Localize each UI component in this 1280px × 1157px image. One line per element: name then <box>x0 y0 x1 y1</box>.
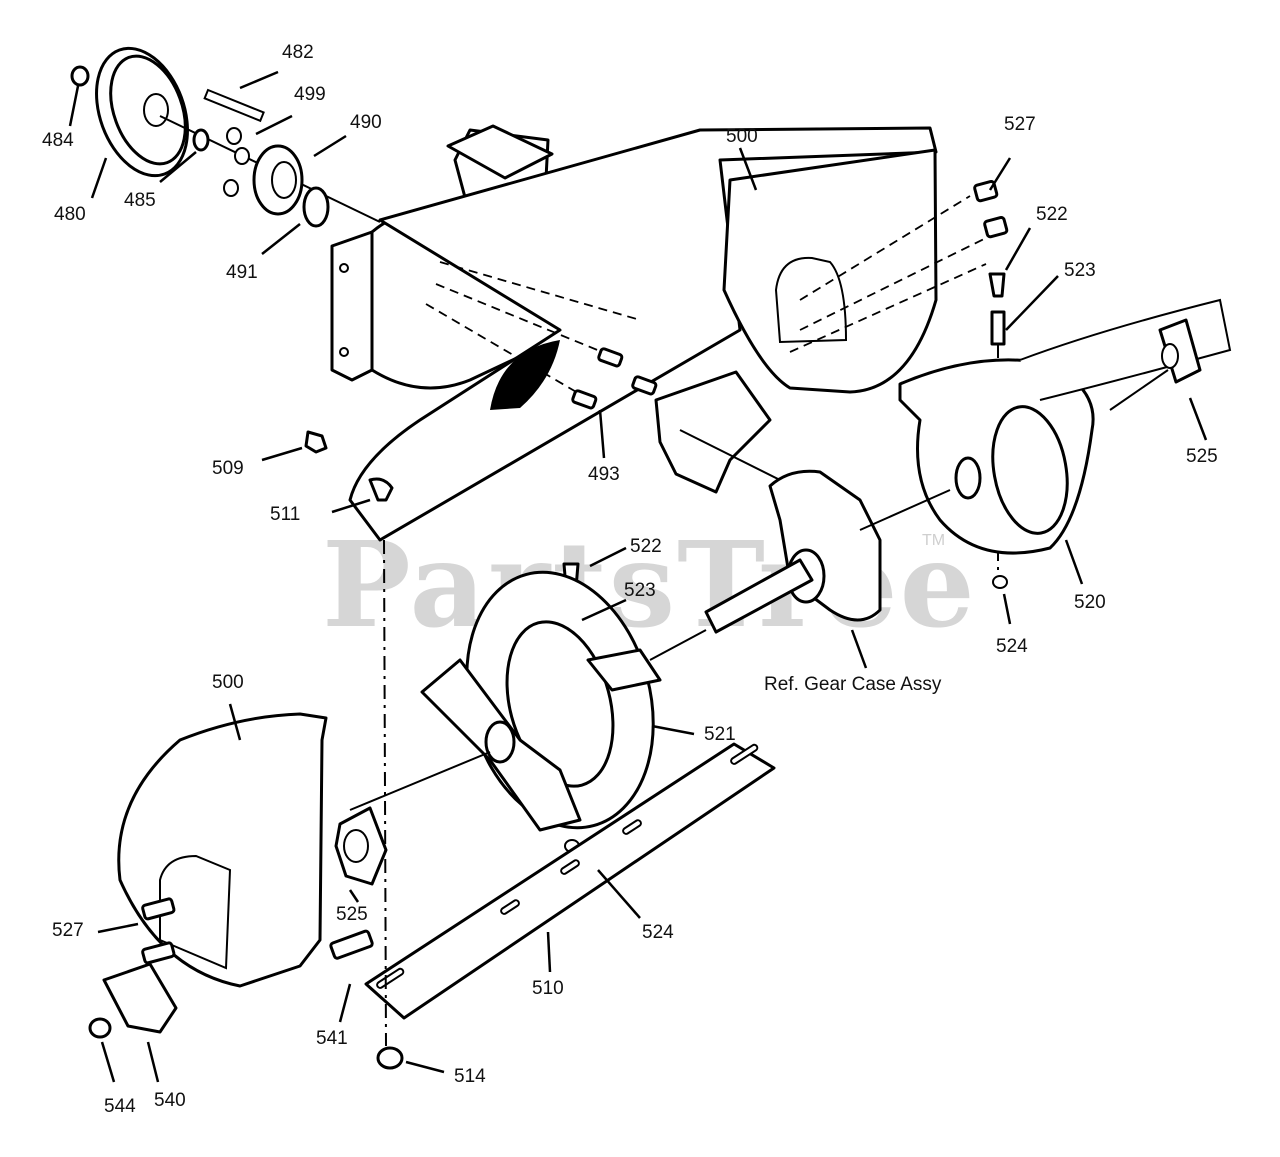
bearing-491 <box>302 186 330 228</box>
auger-housing <box>330 124 991 542</box>
auger-520-hub <box>954 456 982 500</box>
watermark-tm: TM <box>922 532 945 549</box>
bolt-527b <box>983 215 1009 239</box>
label-514: 514 <box>454 1066 486 1087</box>
bolt-522-right <box>988 272 1006 298</box>
center-auger-assembly <box>349 562 707 853</box>
housing-side-plate <box>330 230 374 382</box>
shaft-right <box>1109 369 1169 411</box>
label-544: 544 <box>104 1096 136 1117</box>
bolt-499a <box>226 127 242 145</box>
label-511: 511 <box>270 504 300 525</box>
label-491: 491 <box>226 262 258 283</box>
label-510: 510 <box>532 978 564 999</box>
bolt-541 <box>329 929 374 960</box>
label-482: 482 <box>282 42 314 63</box>
label-523-center: 523 <box>624 580 656 601</box>
end-cap-recess <box>774 256 848 344</box>
label-522-right: 522 <box>1036 204 1068 225</box>
bolt-499b <box>234 147 250 165</box>
label-509: 509 <box>212 458 244 479</box>
label-485: 485 <box>124 190 156 211</box>
label-527-left: 527 <box>52 920 84 941</box>
flange-hole <box>271 161 297 199</box>
centerline <box>383 539 387 1047</box>
label-520: 520 <box>1074 592 1106 613</box>
ref-gear-case-note: Ref. Gear Case Assy <box>764 674 942 695</box>
shoe-540 <box>102 962 178 1034</box>
bearing-485 <box>192 128 210 152</box>
bolt-527-left-b <box>141 941 176 965</box>
bolt-493a <box>571 389 598 410</box>
pulley-hub <box>143 93 169 127</box>
label-499: 499 <box>294 84 326 105</box>
label-527-top: 527 <box>1004 114 1036 135</box>
label-524-bottom: 524 <box>642 922 674 943</box>
housing-opening <box>490 340 560 410</box>
screw-509 <box>304 430 328 454</box>
left-end-assembly <box>88 712 388 1039</box>
housing-top-panel <box>348 126 938 542</box>
leader-lines <box>68 70 1208 1083</box>
auger-521-blade-right <box>586 648 662 692</box>
nut-514 <box>376 1046 404 1070</box>
left-end-recess <box>159 854 232 970</box>
auger-520-ring <box>991 405 1069 535</box>
scraper-bar-510 <box>364 742 776 1020</box>
nut-524-right <box>992 575 1008 589</box>
label-493: 493 <box>588 464 620 485</box>
label-522-center: 522 <box>630 536 662 557</box>
label-541: 541 <box>316 1028 348 1049</box>
auger-shaft <box>704 558 814 634</box>
label-525-left: 525 <box>336 904 368 925</box>
scraper-assembly <box>364 539 776 1070</box>
bolt-493c <box>597 347 624 368</box>
bolt-493b <box>631 375 658 396</box>
label-540: 540 <box>154 1090 186 1111</box>
auger-520-blade <box>1019 298 1232 401</box>
label-500-top: 500 <box>726 126 758 147</box>
bolt-499c <box>223 179 239 197</box>
label-521: 521 <box>704 724 736 745</box>
gear-case-assembly <box>654 370 951 634</box>
carriage-bolt-511 <box>368 477 394 502</box>
bolt-527-left-a <box>141 897 176 921</box>
chute-top <box>446 124 554 180</box>
spacer-523-right <box>990 310 1006 346</box>
label-500-bottom: 500 <box>212 672 244 693</box>
label-524-right: 524 <box>996 636 1028 657</box>
part-labels: 482 499 490 484 485 480 491 500 527 522 … <box>42 42 1218 1117</box>
auger-521-ring <box>505 620 615 788</box>
label-523-right: 523 <box>1064 260 1096 281</box>
right-auger-assembly <box>898 272 1232 589</box>
impeller <box>654 370 772 494</box>
nut-544 <box>88 1017 112 1039</box>
label-525-right: 525 <box>1186 446 1218 467</box>
label-490: 490 <box>350 112 382 133</box>
label-484: 484 <box>42 130 74 151</box>
key-482 <box>203 88 265 123</box>
label-480: 480 <box>54 204 86 225</box>
nut-484 <box>70 65 90 87</box>
pulley-assembly <box>70 46 381 228</box>
auger-521-hub <box>484 720 516 764</box>
